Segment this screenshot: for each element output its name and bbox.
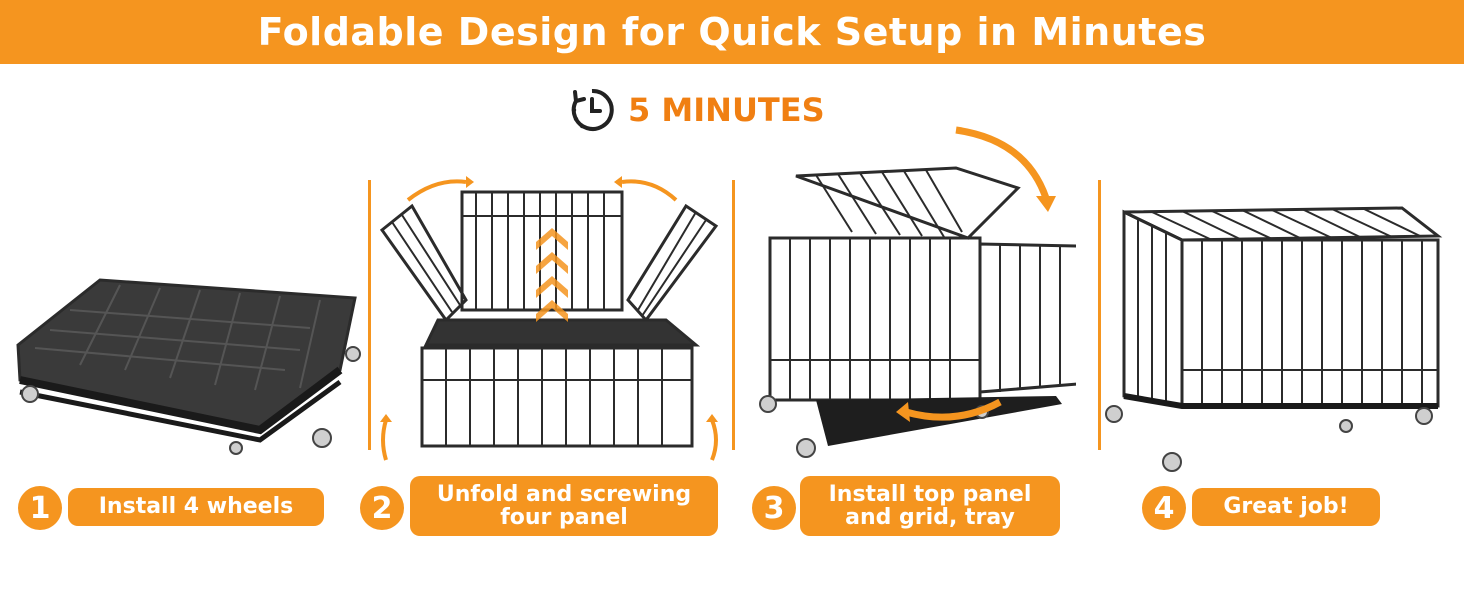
clock-icon — [571, 88, 614, 131]
divider — [368, 180, 371, 450]
timer-label: 5 MINUTES — [628, 91, 825, 129]
step-3-label-line: Install top panel — [828, 481, 1032, 507]
step-3-label: Install top panel and grid, tray — [800, 476, 1060, 536]
divider — [1098, 180, 1101, 450]
step-4-number: 4 — [1142, 486, 1186, 530]
step-2-label-line: Unfold and screwing — [436, 481, 692, 507]
step-2-label-line: four panel — [500, 505, 628, 530]
folded-crate-image — [16, 278, 361, 455]
page-title: Foldable Design for Quick Setup in Minut… — [257, 10, 1207, 54]
step-2-label: Unfold and screwing four panel — [410, 476, 718, 536]
step-1-number: 1 — [18, 486, 62, 530]
timer-badge: 5 MINUTES — [568, 86, 825, 134]
step-4-label: Great job! — [1192, 488, 1380, 526]
step-2-number: 2 — [360, 486, 404, 530]
finished-crate-image — [1105, 206, 1443, 472]
step-3-label-line: and grid, tray — [845, 505, 1015, 530]
header-banner: Foldable Design for Quick Setup in Minut… — [0, 0, 1464, 64]
assembly-crate-image — [759, 126, 1076, 458]
divider — [732, 180, 735, 450]
unfolding-crate-image — [379, 176, 719, 461]
step-1-label: Install 4 wheels — [68, 488, 324, 526]
step-3-number: 3 — [752, 486, 796, 530]
